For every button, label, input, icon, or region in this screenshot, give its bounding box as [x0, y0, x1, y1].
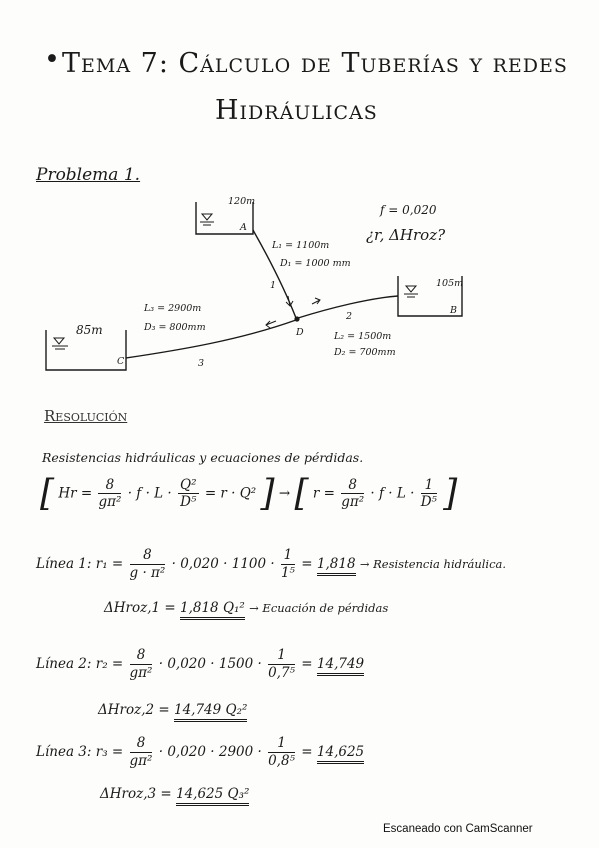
- line-1-losses: ΔHroz,1 = 1,818 Q₁² → Ecuación de pérdid…: [104, 600, 388, 620]
- pipe-1-length: L₁ = 1100m: [272, 240, 330, 251]
- problem-label: Problema 1.: [36, 165, 141, 185]
- pipe-2-number: 2: [346, 311, 353, 322]
- line-3-losses: ΔHroz,3 = 14,625 Q₃²: [100, 786, 250, 806]
- pipe-2-length: L₂ = 1500m: [334, 331, 392, 342]
- resolution-heading: Resolución: [44, 407, 128, 425]
- pipe-3-length: L₃ = 2900m: [144, 303, 202, 314]
- line-2-losses: ΔHroz,2 = 14,749 Q₂²: [98, 702, 248, 722]
- title-bullet: •: [44, 44, 61, 75]
- friction-factor: f = 0,020: [380, 203, 437, 217]
- pipe-network-diagram: [45, 202, 463, 371]
- node-d-label: D: [296, 327, 304, 338]
- page-title-line2: Hidráulicas: [215, 95, 378, 126]
- tank-c-elevation: 85m: [76, 323, 103, 337]
- page-title: Tema 7: Cálculo de Tuberías y redes: [62, 48, 568, 79]
- pipe-3: [125, 319, 297, 359]
- pipe-2-diameter: D₂ = 700mm: [334, 347, 396, 358]
- pipe-2: [297, 295, 399, 319]
- line-2-result: 14,749: [316, 655, 365, 676]
- pipe-1-diameter: D₁ = 1000 mm: [280, 258, 351, 269]
- scanner-watermark: Escaneado con CamScanner: [383, 823, 533, 835]
- resolution-intro: Resistencias hidráulicas y ecuaciones de…: [42, 450, 364, 465]
- line-3-result: 14,625: [316, 743, 365, 764]
- pipe-1: [252, 229, 297, 319]
- tank-b-letter: B: [450, 305, 457, 316]
- node-d: [294, 316, 300, 322]
- tank-b-elevation: 105m: [436, 278, 464, 289]
- pipe-3-number: 3: [198, 358, 205, 369]
- tank-a-letter: A: [240, 222, 247, 233]
- pipe-1-number: 1: [270, 280, 277, 291]
- tank-a-elevation: 120m: [228, 196, 256, 207]
- pipe-3-diameter: D₃ = 800mm: [144, 322, 206, 333]
- tank-c-letter: C: [117, 356, 125, 367]
- tank-c: [45, 330, 127, 371]
- problem-question: ¿r, ΔHroz?: [366, 226, 446, 244]
- tank-a: [195, 202, 254, 235]
- line-1-result: 1,818: [316, 555, 356, 576]
